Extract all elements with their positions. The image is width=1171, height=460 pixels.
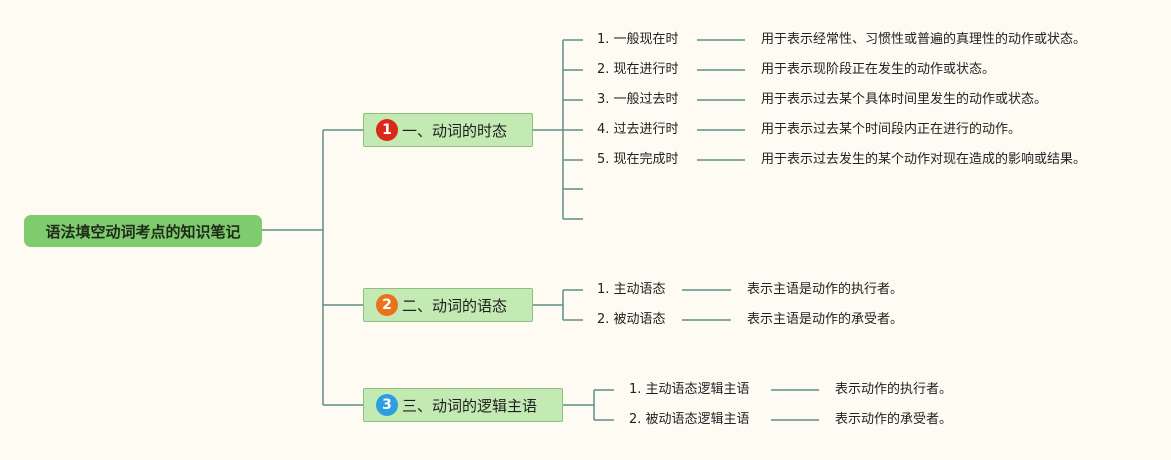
branch-label: 三、动词的逻辑主语 [402,396,538,415]
root-topic[interactable]: 语法填空动词考点的知识笔记 [24,215,262,247]
subtopic-description[interactable]: 用于表示过去某个时间段内正在进行的动作。 [761,122,1022,137]
branch-voice[interactable]: 2 二、动词的语态 [363,288,533,322]
subtopic-description[interactable]: 表示动作的执行者。 [835,382,953,397]
subtopic-term[interactable]: 3. 一般过去时 [597,92,679,107]
subtopic-description[interactable]: 表示主语是动作的执行者。 [747,282,904,297]
subtopic-description[interactable]: 用于表示过去发生的某个动作对现在造成的影响或结果。 [761,152,1087,167]
subtopic-description[interactable]: 用于表示经常性、习惯性或普遍的真理性的动作或状态。 [761,32,1087,47]
subtopic-term[interactable]: 1. 主动语态逻辑主语 [629,382,750,397]
subtopic-description[interactable]: 用于表示现阶段正在发生的动作或状态。 [761,62,996,77]
subtopic-term[interactable]: 5. 现在完成时 [597,152,679,167]
subtopic-term[interactable]: 4. 过去进行时 [597,122,679,137]
subtopic-description[interactable]: 表示主语是动作的承受者。 [747,312,904,327]
branch-logical-subject[interactable]: 3 三、动词的逻辑主语 [363,388,563,422]
branch-label: 二、动词的语态 [402,296,508,315]
branch-tense[interactable]: 1 一、动词的时态 [363,113,533,147]
subtopic-term[interactable]: 1. 主动语态 [597,282,666,297]
branch-label: 一、动词的时态 [402,121,508,140]
root-topic-label: 语法填空动词考点的知识笔记 [45,222,241,241]
subtopic-term[interactable]: 2. 被动语态逻辑主语 [629,412,750,427]
priority-3-badge-icon: 3 [376,394,398,416]
subtopic-term[interactable]: 2. 被动语态 [597,312,666,327]
subtopic-description[interactable]: 表示动作的承受者。 [835,412,953,427]
subtopic-term[interactable]: 2. 现在进行时 [597,62,679,77]
priority-2-badge-icon: 2 [376,294,398,316]
priority-1-badge-icon: 1 [376,119,398,141]
subtopic-description[interactable]: 用于表示过去某个具体时间里发生的动作或状态。 [761,92,1048,107]
subtopic-term[interactable]: 1. 一般现在时 [597,32,679,47]
